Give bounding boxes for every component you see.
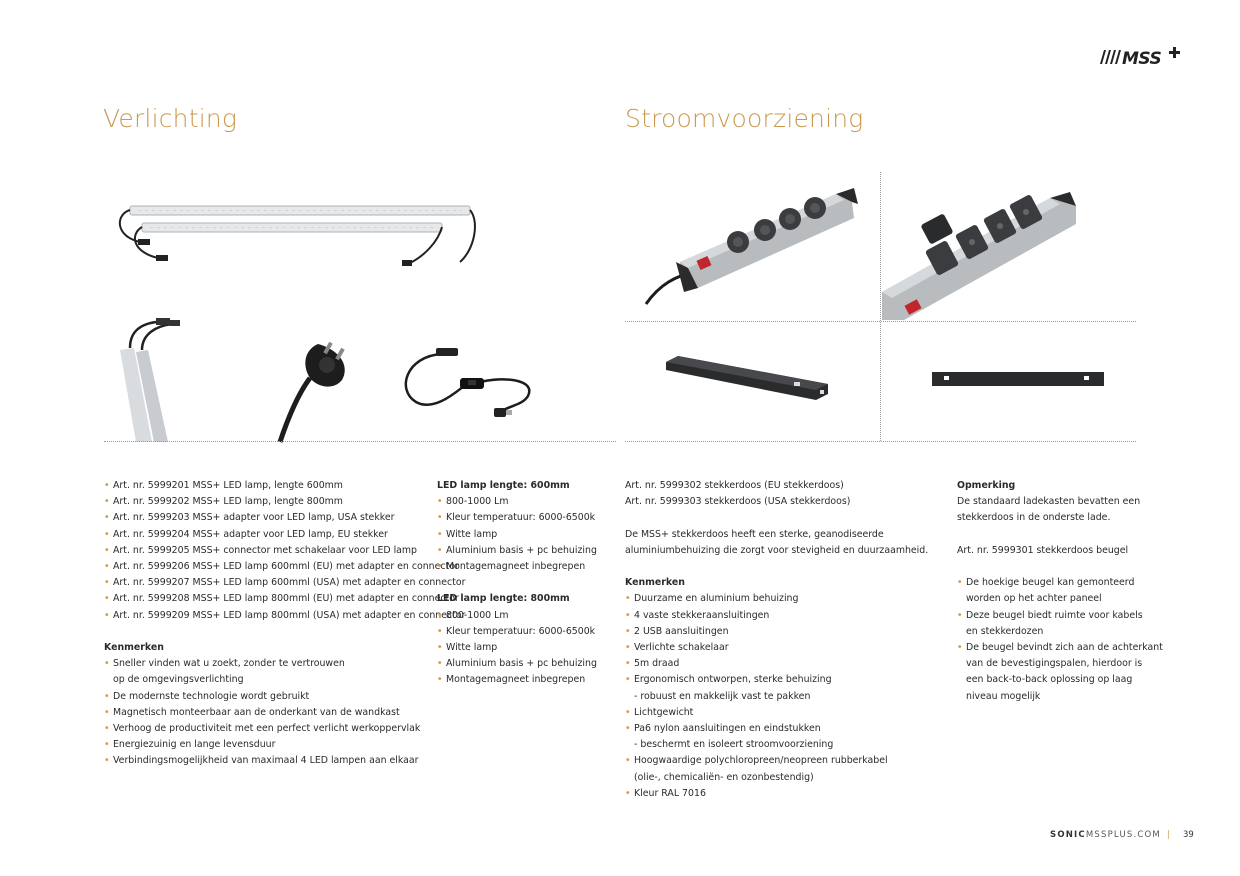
description-line: aluminiumbehuizing die zorgt voor stevig… [625,544,929,556]
bracket-feature-continued: niveau mogelijk [966,690,1041,702]
plus-icon [1169,47,1180,58]
feature-item: •Lichtgewicht [625,706,694,718]
feature-item-continued: - robuust en makkelijk vast te pakken [634,690,811,702]
bracket-feature-continued: een back-to-back oplossing op laag [966,674,1133,686]
feature-item: •Verhoog de productiviteit met een perfe… [104,723,421,735]
feature-item: •Sneller vinden wat u zoekt, zonder te v… [104,658,345,670]
footer-separator: | [1166,830,1171,840]
spec-item: •Aluminium basis + pc behuizing [437,658,597,670]
led-lamp-bars-image [119,205,476,266]
power-strip-usa-image [882,192,1076,320]
feature-item: •5m draad [625,658,680,670]
bracket-feature: •Deze beugel biedt ruimte voor kabels [957,609,1143,621]
remark-heading: Opmerking [957,480,1016,491]
product-item: Art. nr. 5999303 stekkerdoos (USA stekke… [625,496,851,508]
bracket-product: Art. nr. 5999301 stekkerdoos beugel [957,544,1129,556]
bracket-angled-image [666,356,828,400]
spec-item: •Montagemagneet inbegrepen [437,561,586,573]
power-strip-eu-image [644,188,858,305]
spec-item: •Witte lamp [437,528,498,540]
product-item: •Art. nr. 5999209 MSS+ LED lamp 800mml (… [104,609,466,621]
bracket-feature-continued: en stekkerdozen [966,625,1044,637]
page-number: 39 [1183,830,1194,840]
eu-plug-adapter-image [277,341,345,443]
power-features-heading: Kenmerken [625,577,685,589]
product-item: •Art. nr. 5999205 MSS+ connector met sch… [104,544,418,556]
feature-item-continued: op de omgevingsverlichting [113,674,244,686]
feature-item: •De modernste technologie wordt gebruikt [104,690,310,702]
power-remarks-column: Opmerking De standaard ladekasten bevatt… [957,478,1163,705]
feature-item: •Kleur RAL 7016 [625,787,706,799]
left-image-divider [104,441,616,442]
logo-wordmark: MSS [1122,49,1162,69]
feature-item: •Verlichte schakelaar [625,642,729,653]
spec-item: •800-1000 Lm [437,609,509,621]
feature-item: •Ergonomisch ontworpen, sterke behuizing [625,674,832,686]
lighting-products-column: •Art. nr. 5999201 MSS+ LED lamp, lengte … [104,478,466,770]
feature-item: •Energiezuinig en lange levensduur [104,739,276,751]
right-image-divider-bottom [625,441,1136,442]
remark-line: De standaard ladekasten bevatten een [957,496,1141,508]
bracket-feature-continued: worden op het achter paneel [966,593,1102,605]
product-item: Art. nr. 5999302 stekkerdoos (EU stekker… [625,480,844,491]
product-item: •Art. nr. 5999208 MSS+ LED lamp 800mml (… [104,593,459,605]
feature-item-continued: - beschermt en isoleert stroomvoorzienin… [634,739,834,751]
connector-switch-cable-image [404,348,531,417]
lighting-features-heading: Kenmerken [104,642,164,654]
mss-plus-logo: MSS [1100,47,1180,69]
spec-item: •Kleur temperatuur: 6000-6500k [437,512,596,524]
spec-item: •Kleur temperatuur: 6000-6500k [437,625,596,637]
feature-item-continued: (olie-, chemicaliën- en ozonbestendig) [634,771,814,783]
description-line: De MSS+ stekkerdoos heeft een sterke, ge… [625,528,884,540]
feature-item: •2 USB aansluitingen [625,625,729,637]
page-footer: SONICMSSPLUS.COM | 39 [1050,830,1194,840]
spec-item: •Montagemagneet inbegrepen [437,674,586,686]
spec-800-heading: LED lamp lengte: 800mm [437,593,570,605]
product-item: •Art. nr. 5999206 MSS+ LED lamp 600mml (… [104,561,459,573]
footer-site-bold: SONIC [1050,830,1086,840]
product-item: •Art. nr. 5999204 MSS+ adapter voor LED … [104,528,388,540]
right-image-divider-vertical [880,172,881,441]
bracket-feature: •De hoekige beugel kan gemonteerd [957,577,1135,589]
feature-item: •Verbindingsmogelijkheid van maximaal 4 … [104,755,419,767]
product-item: •Art. nr. 5999201 MSS+ LED lamp, lengte … [104,480,343,491]
power-products-column: Art. nr. 5999302 stekkerdoos (EU stekker… [625,478,945,802]
spec-600-heading: LED lamp lengte: 600mm [437,480,570,491]
spec-item: •800-1000 Lm [437,496,509,508]
product-item: •Art. nr. 5999203 MSS+ adapter voor LED … [104,512,395,524]
feature-item: •Duurzame en aluminium behuizing [625,593,799,605]
section-title-power: Stroomvoorziening [625,104,864,133]
remark-line: stekkerdoos in de onderste lade. [957,512,1111,524]
lighting-specs-column: LED lamp lengte: 600mm •800-1000 Lm •Kle… [437,478,617,689]
bracket-feature-continued: van de bevestigingspalen, hierdoor is [966,658,1143,670]
feature-item: •4 vaste stekkeraansluitingen [625,609,770,621]
product-item: •Art. nr. 5999202 MSS+ LED lamp, lengte … [104,496,343,508]
product-item: •Art. nr. 5999207 MSS+ LED lamp 600mml (… [104,577,466,589]
feature-item: •Pa6 nylon aansluitingen en eindstukken [625,723,821,735]
feature-item: •Hoogwaardige polychloropreen/neopreen r… [625,755,888,767]
bracket-feature: •De beugel bevindt zich aan de achterkan… [957,642,1163,653]
bracket-flat-image [932,372,1104,386]
footer-site-rest: MSSPLUS.COM [1085,830,1161,840]
feature-item: •Magnetisch monteerbaar aan de onderkant… [104,706,400,718]
led-lamp-closeup-image [120,318,180,442]
spec-item: •Aluminium basis + pc behuizing [437,544,597,556]
section-title-lighting: Verlichting [103,104,238,133]
spec-item: •Witte lamp [437,642,498,654]
